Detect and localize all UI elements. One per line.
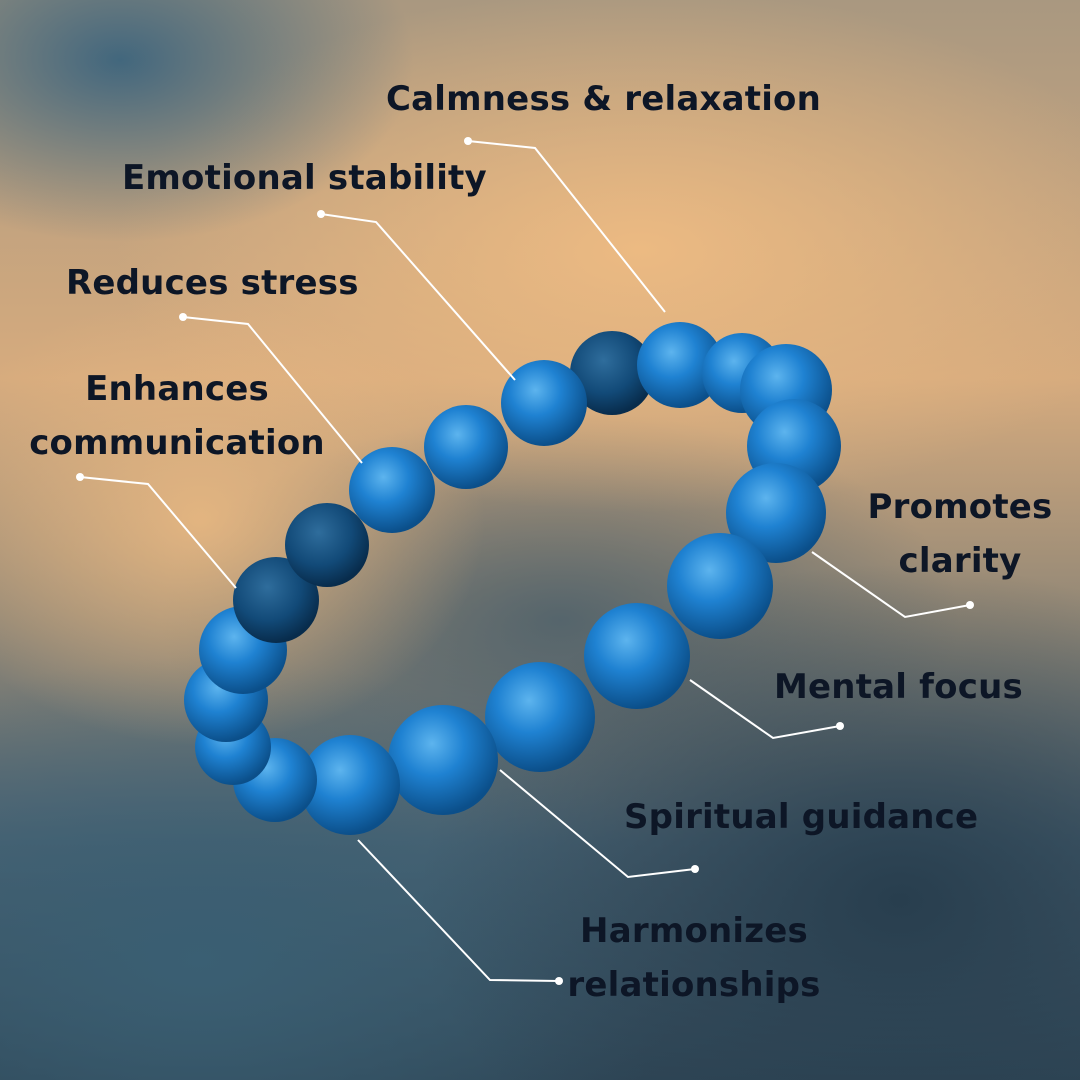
- label-spiritual-guidance: Spiritual guidance: [624, 797, 979, 837]
- connector-dots: [76, 137, 974, 985]
- label-enhances-communication: Enhances communication: [24, 362, 330, 470]
- connector-clarity: [811, 551, 971, 619]
- label-reduces-stress: Reduces stress: [66, 263, 359, 303]
- label-line-2: relationships: [567, 965, 821, 1005]
- label-line-2: clarity: [898, 541, 1022, 581]
- label-harmonizes-relationships: Harmonizes relationships: [562, 904, 826, 1012]
- connector-calmness: [467, 140, 666, 313]
- label-mental-focus: Mental focus: [774, 667, 1023, 707]
- connector-communication: [79, 476, 237, 589]
- label-line-2: communication: [29, 423, 325, 463]
- label-line-1: Enhances: [85, 369, 269, 409]
- label-emotional-stability: Emotional stability: [122, 158, 487, 198]
- label-line-1: Promotes: [867, 487, 1053, 527]
- label-line-1: Harmonizes: [580, 911, 808, 951]
- connector-stress: [182, 316, 363, 464]
- connector-lines: [79, 140, 971, 982]
- connector-focus: [689, 679, 841, 740]
- label-calmness: Calmness & relaxation: [386, 79, 822, 119]
- label-promotes-clarity: Promotes clarity: [862, 480, 1058, 588]
- bead-strand: [184, 322, 841, 835]
- connector-spiritual: [499, 769, 696, 879]
- connector-emotional: [320, 213, 516, 381]
- connector-harmonizes: [357, 839, 560, 982]
